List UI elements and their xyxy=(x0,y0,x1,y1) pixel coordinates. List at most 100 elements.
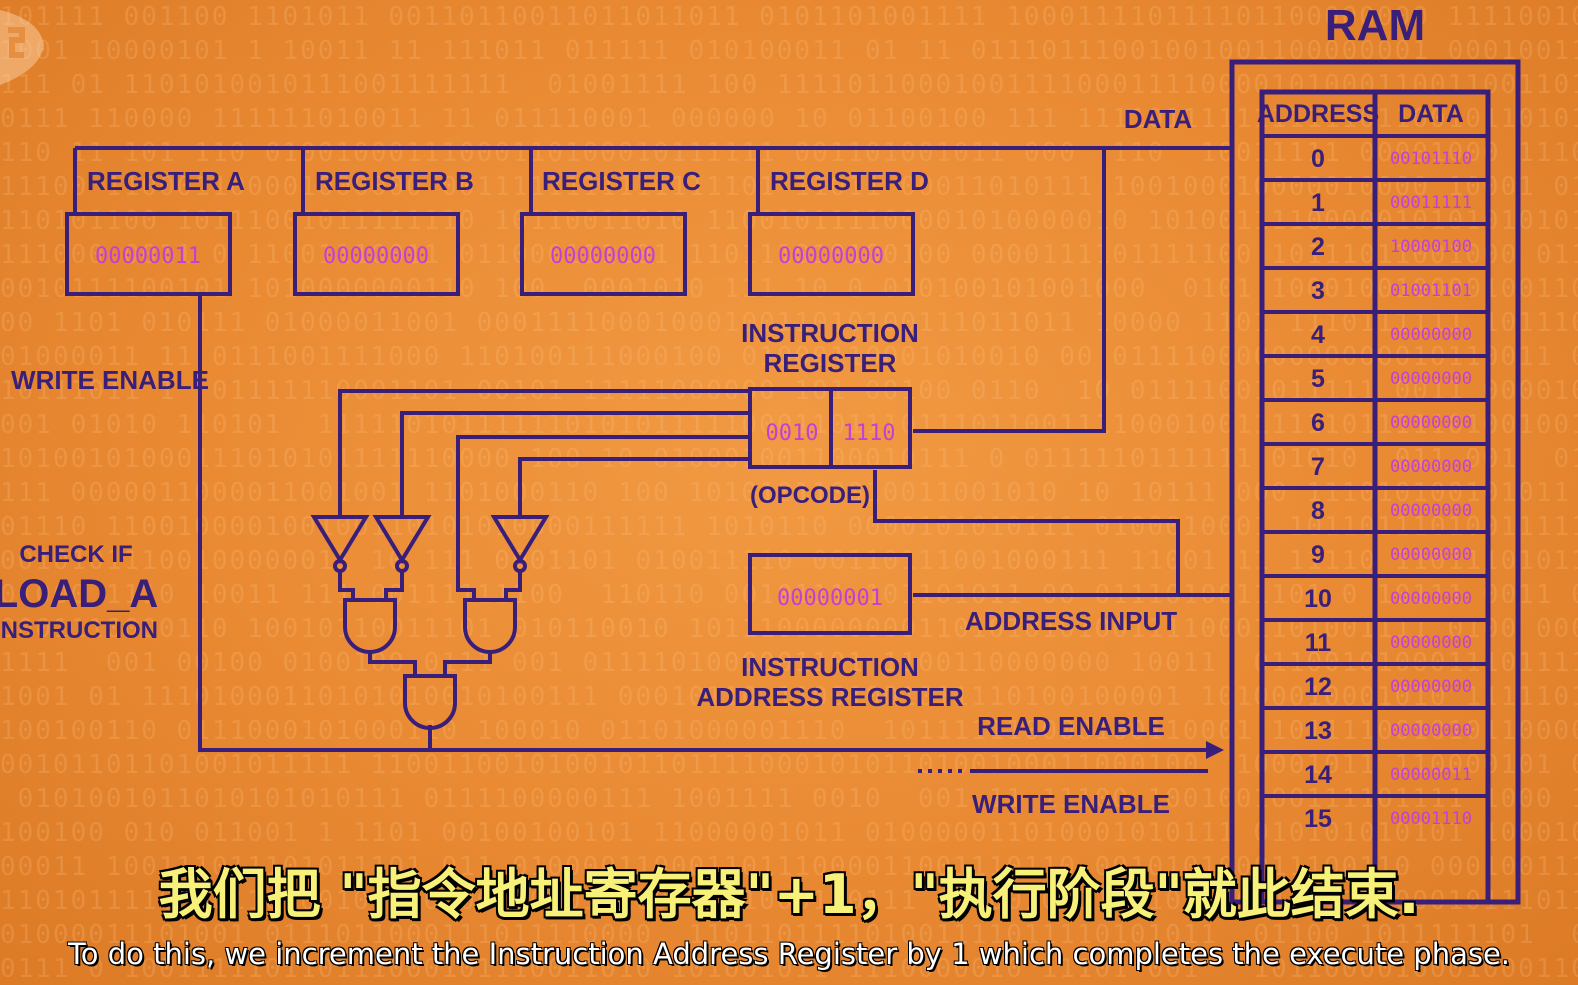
ram-data: 00000000 xyxy=(1390,677,1472,697)
opcode-label: (OPCODE) xyxy=(750,482,870,509)
wires xyxy=(73,146,1232,773)
instruction-register-address: 1110 xyxy=(843,421,896,446)
ram-title: RAM xyxy=(1325,1,1425,50)
and-gate-3-icon xyxy=(403,674,457,730)
ram-address: 5 xyxy=(1311,365,1325,393)
instruction-label-left: INSTRUCTION xyxy=(0,617,158,644)
ram-data: 00000011 xyxy=(1390,765,1472,785)
ram-row: 6 00000000 xyxy=(1262,398,1488,437)
channel-logo-icon xyxy=(0,10,44,85)
address-input-label: ADDRESS INPUT xyxy=(965,606,1177,636)
instruction-register-opcode: 0010 xyxy=(766,421,819,446)
ram-address: 2 xyxy=(1311,233,1325,261)
ram-rows: 0 00101110 1 00011111 2 10000100 3 01001101 4 000… xyxy=(1262,134,1488,833)
ram-row: 8 00000000 xyxy=(1262,486,1488,525)
ram-address: 6 xyxy=(1311,409,1325,437)
ram-data: 00000000 xyxy=(1390,325,1472,345)
register-box xyxy=(520,212,687,296)
load-a-label: LOAD_A xyxy=(0,572,158,616)
ram-address: 7 xyxy=(1311,453,1325,481)
ram-data-header: DATA xyxy=(1398,100,1464,128)
ram-data: 00000000 xyxy=(1390,413,1472,433)
instruction-register: 0010 1110 INSTRUCTION REGISTER (OPCODE) xyxy=(741,318,919,509)
and-gate-1-icon xyxy=(343,598,397,654)
register-label: REGISTER C xyxy=(542,166,701,196)
read-enable-arrow-icon xyxy=(1206,741,1224,759)
ram-data: 00000000 xyxy=(1390,545,1472,565)
ram-data: 00000000 xyxy=(1390,501,1472,521)
read-enable-label: READ ENABLE xyxy=(977,711,1165,741)
register-label: REGISTER B xyxy=(315,166,474,196)
subtitle-chinese: 我们把 "指令地址寄存器"+1，"执行阶段"就此结束. xyxy=(158,863,1420,926)
register-box xyxy=(748,212,915,296)
ram-address: 0 xyxy=(1311,145,1325,173)
instruction-address-register: 00000001 INSTRUCTION ADDRESS REGISTER xyxy=(696,553,964,712)
not-gate-3-icon xyxy=(490,515,550,573)
ram-row: 12 00000000 xyxy=(1262,662,1488,701)
ram-address: 14 xyxy=(1304,761,1332,789)
iar-value: 00000001 xyxy=(777,586,883,611)
data-bus-label: DATA xyxy=(1124,104,1193,134)
ram-data: 01001101 xyxy=(1390,281,1472,301)
not-gate-1-icon xyxy=(310,515,370,573)
ram-row: 14 00000011 xyxy=(1262,750,1488,789)
register-label: REGISTER D xyxy=(770,166,929,196)
register-value: 00000000 xyxy=(323,244,429,269)
ram-address: 12 xyxy=(1304,673,1332,701)
register-c: REGISTER C 00000000 xyxy=(520,166,701,296)
register-a: REGISTER A 00000011 xyxy=(65,166,245,296)
ram-data: 00000000 xyxy=(1390,721,1472,741)
instruction-register-label-1: INSTRUCTION xyxy=(741,318,919,348)
register-value: 00000011 xyxy=(95,244,201,269)
and-gate-2-icon xyxy=(463,598,517,654)
write-enable-label-right: WRITE ENABLE xyxy=(972,789,1170,819)
ram-data: 00101110 xyxy=(1390,149,1472,169)
ram-row: 7 00000000 xyxy=(1262,442,1488,481)
ram-data: 10000100 xyxy=(1390,237,1472,257)
ram-data: 00000000 xyxy=(1390,369,1472,389)
register-label: REGISTER A xyxy=(87,166,245,196)
ram-address: 8 xyxy=(1311,497,1325,525)
write-enable-label-left: WRITE ENABLE xyxy=(11,365,209,395)
iar-label-1: INSTRUCTION xyxy=(741,652,919,682)
ram-row: 11 00000000 xyxy=(1262,618,1488,657)
not-gate-2-icon xyxy=(372,515,432,573)
register-box xyxy=(293,212,460,296)
ram-address: 11 xyxy=(1305,629,1332,657)
ram-data: 00000000 xyxy=(1390,633,1472,653)
subtitle-english: To do this, we increment the Instruction… xyxy=(67,937,1511,971)
ram-row: 9 00000000 xyxy=(1262,530,1488,569)
ram-address: 1 xyxy=(1311,189,1325,217)
ram-data: 00011111 xyxy=(1390,193,1472,213)
logic-gates xyxy=(310,515,550,730)
ram-row: 0 00101110 xyxy=(1262,134,1488,173)
ram-data: 00001110 xyxy=(1390,809,1472,829)
iar-label-2: ADDRESS REGISTER xyxy=(696,682,963,712)
ram-address: 9 xyxy=(1311,541,1325,569)
check-if-label: CHECK IF xyxy=(19,541,132,568)
register-value: 00000000 xyxy=(550,244,656,269)
ram-row: 10 00000000 xyxy=(1262,574,1488,613)
ram-address: 4 xyxy=(1311,321,1325,349)
ram-row: 2 10000100 xyxy=(1262,222,1488,261)
instruction-register-label-2: REGISTER xyxy=(764,348,897,378)
ram-row: 15 00001110 xyxy=(1262,794,1488,833)
ram-address: 13 xyxy=(1304,717,1332,745)
ram-address-header: ADDRESS xyxy=(1257,100,1379,128)
register-b: REGISTER B 00000000 xyxy=(293,166,474,296)
ram-row: 4 00000000 xyxy=(1262,310,1488,349)
ram-row: 3 01001101 xyxy=(1262,266,1488,305)
ram-address: 10 xyxy=(1304,585,1332,613)
register-box xyxy=(65,212,232,296)
ram-data: 00000000 xyxy=(1390,589,1472,609)
ram-row: 1 00011111 xyxy=(1262,178,1488,217)
ram-address: 3 xyxy=(1311,277,1325,305)
ram-row: 13 00000000 xyxy=(1262,706,1488,745)
ram-data: 00000000 xyxy=(1390,457,1472,477)
ram-address: 15 xyxy=(1304,805,1332,833)
